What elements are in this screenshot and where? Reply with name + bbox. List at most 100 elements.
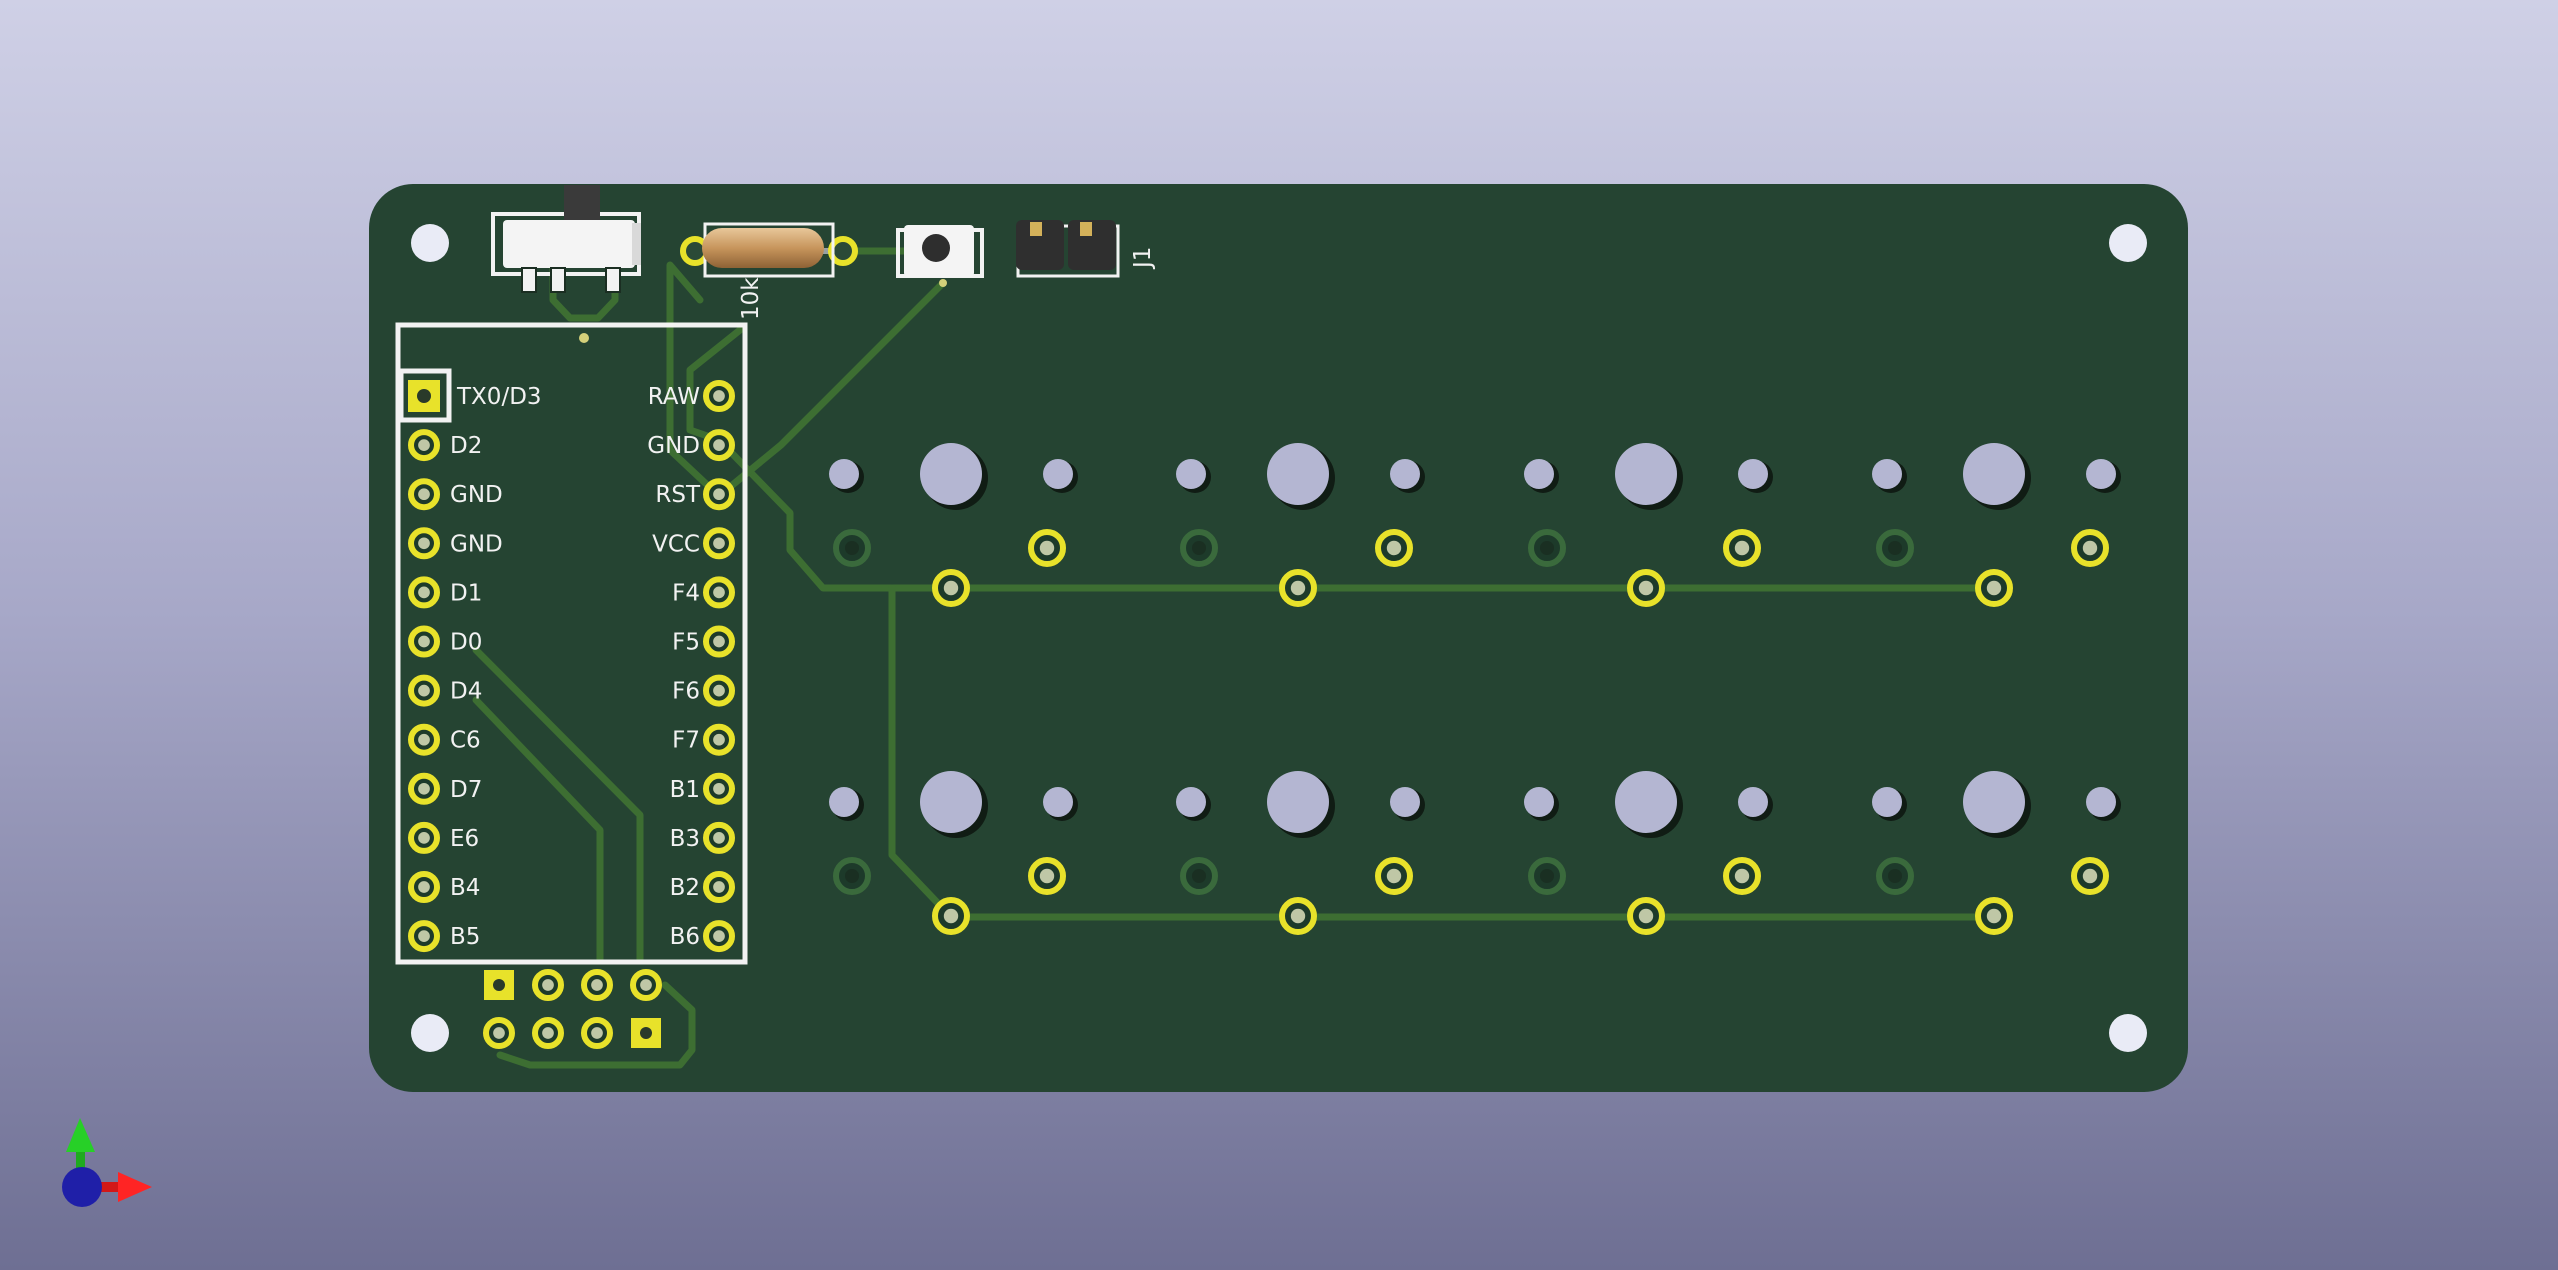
- isp-pad: [581, 1017, 613, 1049]
- switch-pad: [1627, 897, 1665, 935]
- mcu-right-pin-label: F6: [672, 679, 700, 705]
- mcu-left-pin-label: GND: [450, 482, 503, 508]
- switch-pad: [1028, 857, 1066, 895]
- key-switch: [1872, 443, 2121, 607]
- switch-pad: [1627, 569, 1665, 607]
- mcu-left-pin-label: C6: [450, 728, 481, 754]
- mounting-holes: [411, 224, 2147, 1052]
- mcu-right-pin-label: GND: [647, 433, 700, 459]
- switch-pad: [932, 569, 970, 607]
- isp-pad: [483, 1017, 515, 1049]
- mcu-left-pin-label: D2: [450, 433, 482, 459]
- mcu-left-pin-label: D7: [450, 777, 482, 803]
- reset-button: [896, 225, 984, 287]
- switch-pad: [2071, 857, 2109, 895]
- mcu-right-pin-label: VCC: [652, 531, 700, 557]
- key-switch: [829, 771, 1078, 935]
- mounting-hole: [411, 224, 449, 262]
- mcu-left-pad: [408, 576, 440, 609]
- mcu-right-pad: [703, 576, 735, 609]
- switch-pad-ghost: [833, 529, 871, 567]
- key-switch: [1176, 443, 1425, 607]
- slide-switch: [491, 185, 641, 343]
- mcu-left-pin-label: D1: [450, 580, 482, 606]
- resistor-label: 10k: [738, 277, 764, 320]
- xyz-axis-icon: [62, 1118, 152, 1207]
- jumper-j1: J1: [1016, 220, 1156, 278]
- mcu-right-pin-label: RAW: [648, 384, 700, 410]
- isp-pad: [532, 1017, 564, 1049]
- mcu-left-pin-label: TX0/D3: [456, 384, 542, 410]
- mounting-hole: [2109, 224, 2147, 262]
- key-switch: [1524, 443, 1773, 607]
- key-switch: [829, 443, 1078, 607]
- mcu-left-pad: [408, 527, 440, 560]
- mcu-right-pad: [703, 920, 735, 953]
- mcu-left-pin-label: D0: [450, 630, 482, 656]
- mcu-right-pad: [703, 380, 735, 412]
- pin1-marker: [398, 368, 452, 423]
- mcu-left-pad: [408, 723, 440, 756]
- key-switch: [1524, 771, 1773, 935]
- mcu-right-pin-label: B3: [670, 826, 700, 852]
- mounting-hole: [411, 1014, 449, 1052]
- switch-pad: [1723, 857, 1761, 895]
- mcu-right-pin-label: B1: [670, 777, 700, 803]
- traces: [472, 247, 2004, 1069]
- mcu-left-pin-label: GND: [450, 531, 503, 557]
- mcu-left-pad: [408, 625, 440, 658]
- switch-pad-ghost: [1876, 857, 1914, 895]
- key-switch-footprints: [829, 443, 2121, 935]
- mcu-right-pad: [703, 429, 735, 462]
- switch-pad: [1375, 857, 1413, 895]
- isp-pad: [532, 969, 564, 1001]
- mcu-left-pad: [408, 920, 440, 953]
- mcu-right-pin-label: F4: [672, 580, 700, 606]
- mcu-outline: [395, 322, 748, 965]
- mcu-right-pad: [703, 674, 735, 707]
- isp-pad: [581, 969, 613, 1001]
- mcu-left-pad: [408, 772, 440, 805]
- switch-pad-ghost: [1528, 529, 1566, 567]
- mounting-hole: [2109, 1014, 2147, 1052]
- mcu-pads: TX0/D3D2GNDGNDD1D0D4C6D7E6B4B5RAWGNDRSTV…: [408, 380, 735, 953]
- switch-pad-ghost: [1180, 529, 1218, 567]
- mcu-left-pad: [408, 821, 440, 854]
- jumper-label: J1: [1130, 247, 1156, 270]
- switch-pad: [2071, 529, 2109, 567]
- switch-pad-ghost: [1528, 857, 1566, 895]
- mcu-left-pad: [408, 871, 440, 903]
- isp-pad: [630, 969, 662, 1001]
- switch-pad: [1975, 569, 2013, 607]
- mcu-right-pad: [703, 625, 735, 658]
- mcu-left-pad: [408, 429, 440, 462]
- key-switch: [1176, 771, 1425, 935]
- mcu-left-pad: [408, 674, 440, 707]
- switch-pad-ghost: [833, 857, 871, 895]
- key-switch: [1872, 771, 2121, 935]
- mcu-right-pin-label: F5: [672, 630, 700, 656]
- mcu-right-pad: [703, 821, 735, 854]
- switch-pad: [1028, 529, 1066, 567]
- mcu-left-pin-label: B5: [450, 924, 480, 950]
- mcu-right-pad: [703, 478, 735, 511]
- switch-pad-ghost: [1876, 529, 1914, 567]
- mcu-left-pad: [408, 478, 440, 511]
- switch-pad: [1723, 529, 1761, 567]
- mcu-right-pin-label: B2: [670, 875, 700, 901]
- mcu-right-pin-label: RST: [655, 482, 701, 508]
- mcu-left-pin-label: B4: [450, 875, 480, 901]
- switch-pad: [932, 897, 970, 935]
- switch-pad-ghost: [1180, 857, 1218, 895]
- mcu-right-pad: [703, 527, 735, 560]
- mcu-left-pin-label: D4: [450, 679, 482, 705]
- mcu-right-pad: [703, 772, 735, 805]
- mcu-left-pin-label: E6: [450, 826, 479, 852]
- switch-pad: [1375, 529, 1413, 567]
- mcu-right-pad: [703, 871, 735, 903]
- switch-pad: [1279, 569, 1317, 607]
- isp-header: [483, 969, 662, 1049]
- switch-pad: [1975, 897, 2013, 935]
